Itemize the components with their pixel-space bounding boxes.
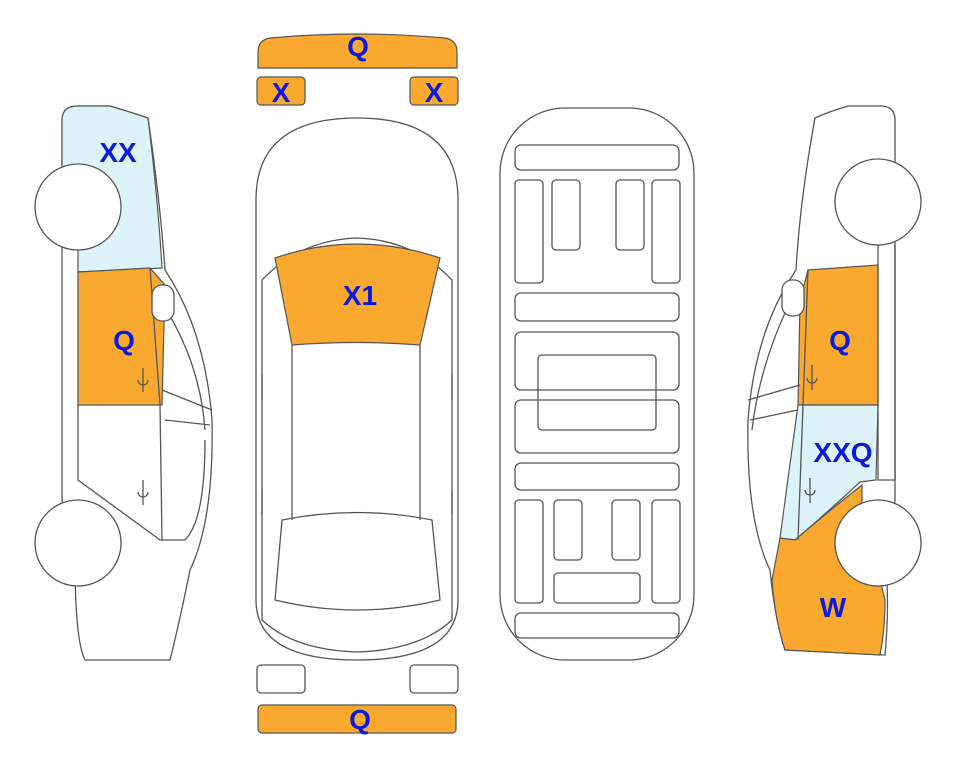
left-mirror — [151, 284, 175, 322]
right-front-wheel — [834, 499, 922, 587]
left-rear-door-label: Q — [113, 325, 135, 356]
left-headlight-label: X — [272, 77, 291, 108]
front-bumper-panel[interactable] — [257, 33, 458, 69]
left-headlight[interactable] — [256, 76, 306, 106]
front-bumper-label: Q — [347, 31, 369, 62]
rear-bumper-label: Q — [349, 704, 371, 735]
right-front-fender-label: W — [820, 592, 847, 623]
right-front-door-label: XXQ — [813, 437, 872, 468]
right-side-view: Q XXQ W — [747, 105, 922, 656]
left-rear-wheel — [34, 163, 122, 251]
left-taillight — [256, 664, 306, 694]
left-side-view: XX Q — [34, 105, 213, 661]
left-front-wheel — [34, 499, 122, 587]
right-headlight-label: X — [425, 77, 444, 108]
windshield-label: X1 — [343, 280, 377, 311]
right-taillight — [409, 664, 459, 694]
right-mirror — [781, 279, 805, 317]
right-rear-wheel — [834, 158, 922, 246]
undercarriage-view — [499, 107, 695, 661]
rear-bumper-panel[interactable] — [257, 704, 457, 734]
left-rear-quarter-label: XX — [99, 137, 137, 168]
right-headlight[interactable] — [409, 76, 459, 106]
right-rear-door-label: Q — [829, 325, 851, 356]
top-view: Q X X X1 Q — [255, 31, 459, 735]
windshield-panel[interactable] — [274, 243, 441, 346]
